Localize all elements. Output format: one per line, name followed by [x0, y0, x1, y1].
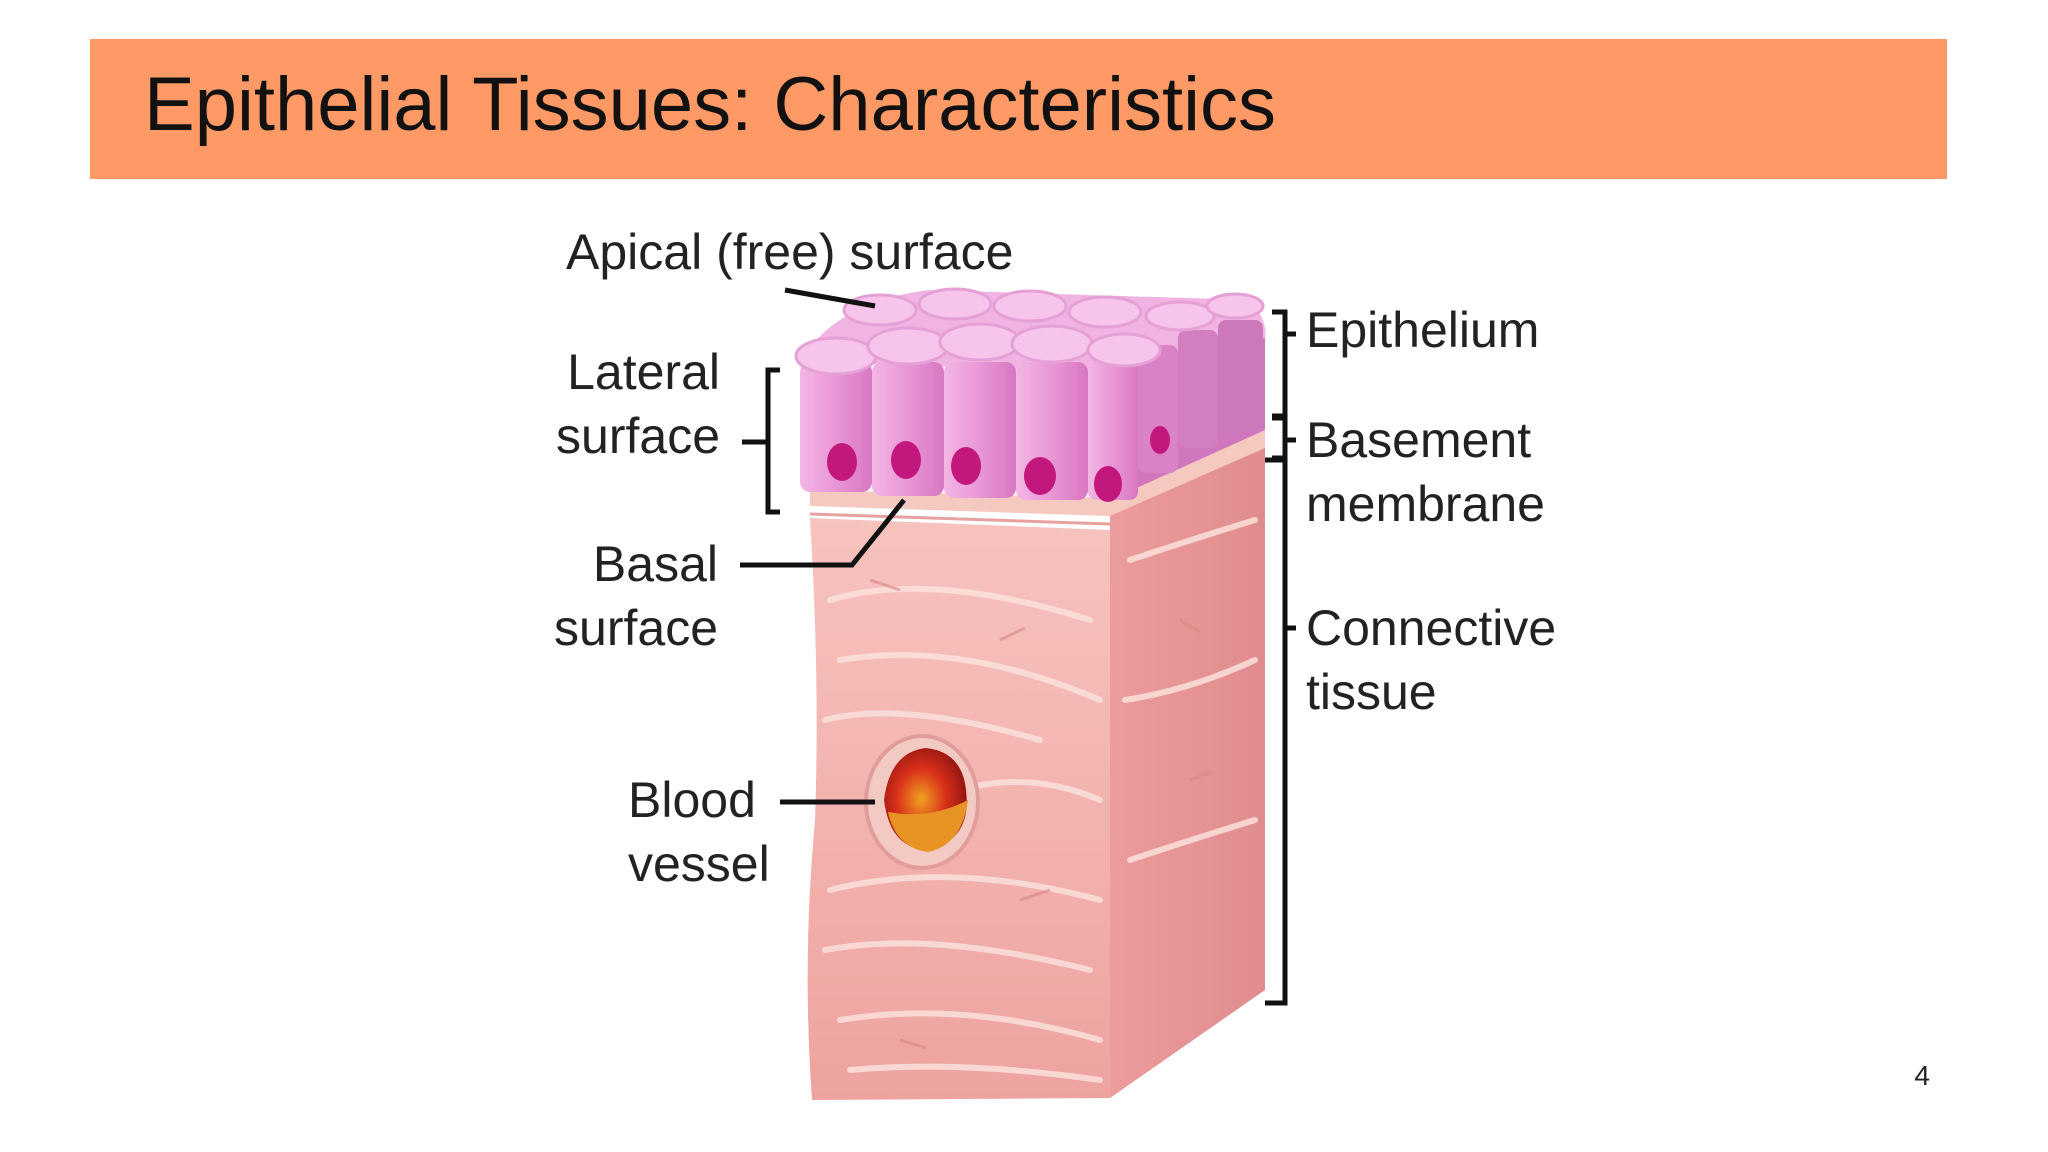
page-number: 4	[1914, 1060, 1930, 1091]
slide-title: Epithelial Tissues: Characteristics	[144, 62, 1276, 147]
label-connective-tissue: tissue	[1306, 664, 1437, 720]
label-connective: Connective	[1306, 600, 1557, 656]
label-basement: Basement	[1306, 412, 1532, 468]
label-basal-surface: surface	[554, 600, 718, 656]
label-blood-vessel: vessel	[628, 836, 770, 892]
nuclei	[827, 426, 1170, 502]
leader-lines	[740, 287, 1296, 1006]
label-basement-membrane: membrane	[1306, 476, 1545, 532]
label-lateral-surface: surface	[556, 408, 720, 464]
label-epithelium: Epithelium	[1306, 302, 1540, 358]
label-basal: Basal	[592, 536, 718, 592]
apical-caps	[794, 287, 1265, 376]
label-lateral: Lateral	[567, 344, 720, 400]
connective-tissue-side	[1110, 430, 1265, 1098]
title-bar: Epithelial Tissues: Characteristics	[90, 39, 1947, 179]
connective-fibers	[822, 517, 1258, 1083]
label-blood: Blood	[628, 772, 756, 828]
label-apical-surface: Apical (free) surface	[566, 224, 1014, 280]
blood-vessel	[864, 734, 980, 870]
